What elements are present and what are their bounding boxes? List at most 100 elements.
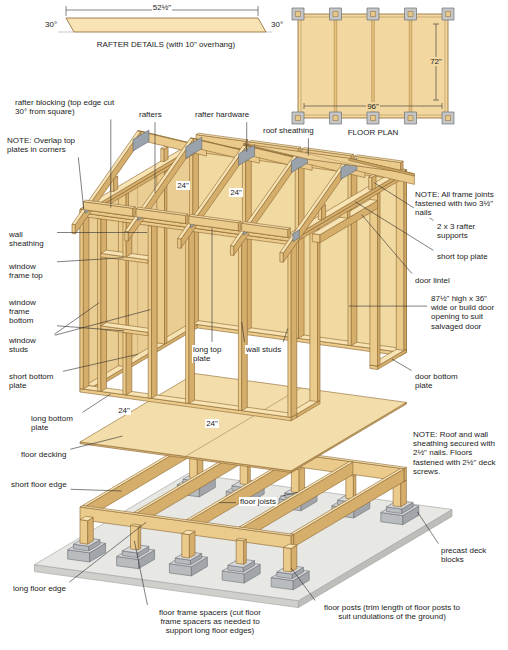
window-stud (148, 222, 157, 398)
note: 87½" high x 36" wide or build door openi… (430, 294, 504, 331)
floor-post (291, 545, 297, 572)
floor-plan (334, 17, 337, 115)
dimension: 24" (117, 406, 131, 415)
part-label: long floor edge (12, 584, 67, 593)
note: NOTE: Roof and wall sheathing secured wi… (412, 430, 504, 476)
floor-plan (304, 103, 305, 109)
dimension: 52½" (152, 3, 172, 12)
rafter-blocking (83, 200, 135, 208)
dimension: 24" (229, 188, 243, 197)
rafter (125, 138, 259, 241)
wall-stud (80, 213, 89, 389)
dimension: 24" (176, 181, 190, 190)
deck-block (292, 112, 304, 124)
rafter-detail (66, 18, 266, 32)
leader-line (308, 138, 309, 155)
floor-plan (298, 14, 448, 118)
frame-spacer (236, 540, 244, 565)
window-frame (101, 323, 154, 333)
rafter (178, 145, 247, 239)
rafter (128, 138, 194, 241)
deck-block (296, 116, 301, 121)
wall-stud (80, 216, 83, 389)
leader-line (71, 489, 122, 491)
note: NOTE: All frame joints fastened with two… (414, 190, 504, 218)
part-label: rafter hardware (194, 110, 250, 119)
angle: 30° (44, 20, 58, 29)
wall-stud (242, 235, 248, 411)
wall-stud (370, 193, 378, 367)
floor-plan (433, 100, 439, 101)
part-label: short top plate (436, 252, 489, 261)
leader-line (70, 436, 122, 449)
rafter-detail (266, 32, 272, 33)
deck-block (330, 8, 342, 20)
deck-block (446, 12, 451, 17)
window-frame (123, 332, 126, 395)
roof-sheathing (349, 158, 415, 176)
rafter-hardware (133, 130, 149, 151)
leader-line (83, 394, 111, 412)
deck-block (333, 12, 338, 17)
floor-post (182, 534, 190, 559)
part-label: roof sheathing (262, 126, 315, 135)
rafter (280, 159, 415, 262)
rafter (72, 131, 207, 234)
leader-line (78, 157, 83, 209)
leader-line (280, 492, 298, 496)
rafter-support (369, 177, 372, 190)
leader-line (110, 119, 111, 207)
part-label: rafters (138, 110, 163, 119)
wall-stud (310, 228, 318, 402)
leader-line (69, 522, 146, 582)
floor-decking (185, 456, 186, 458)
part-label: long top plate (192, 345, 234, 363)
wall-stud (238, 238, 241, 411)
leader-line (219, 502, 236, 503)
leader-line (417, 512, 438, 544)
frame-spacer (236, 538, 246, 541)
rafter (75, 131, 141, 234)
short-top-plate (291, 170, 406, 242)
part-label: precast deck blocks (440, 546, 500, 564)
leader-line (57, 258, 124, 262)
window-frame (126, 329, 132, 395)
leader-line (212, 228, 213, 342)
leader-line (349, 306, 427, 307)
leader-line (291, 568, 315, 601)
part-label: window frame top (8, 262, 54, 280)
floor-post (80, 516, 93, 520)
leader-line (392, 359, 411, 370)
rafter-hardware (243, 152, 307, 235)
rafter-detail (66, 6, 67, 16)
door-bottom-plate (289, 348, 406, 418)
part-label: window frame bottom (8, 298, 54, 326)
deck-block (292, 8, 304, 20)
deck-block (296, 12, 301, 17)
rafter-hardware (293, 158, 357, 241)
floor-post (80, 516, 93, 544)
wall-stud (186, 230, 189, 403)
deck-block (446, 116, 451, 121)
leader-line (57, 326, 124, 331)
deck-block (367, 8, 379, 20)
floor-plan (372, 17, 375, 115)
deck-block (292, 8, 454, 124)
leader-line (55, 310, 151, 336)
detail-title: RAFTER DETAILS (with 10" overhang) (96, 40, 236, 49)
short-floor-edge (290, 468, 404, 534)
floor-plan (442, 103, 443, 109)
rafter-blocking (136, 207, 188, 215)
roof-sheathing (296, 151, 362, 167)
wall-stud (378, 192, 380, 366)
short-bottom-plate (93, 325, 197, 390)
floor-post (182, 530, 195, 558)
rafter-hardware (191, 144, 255, 227)
note: NOTE: Overlap top plates in corners (6, 136, 78, 154)
long-floor-edge (404, 467, 406, 481)
wall-stud (299, 163, 305, 339)
frame-spacer (138, 525, 140, 550)
rafter (283, 160, 349, 263)
rafter-support (161, 149, 164, 162)
floor-plan (301, 17, 445, 115)
